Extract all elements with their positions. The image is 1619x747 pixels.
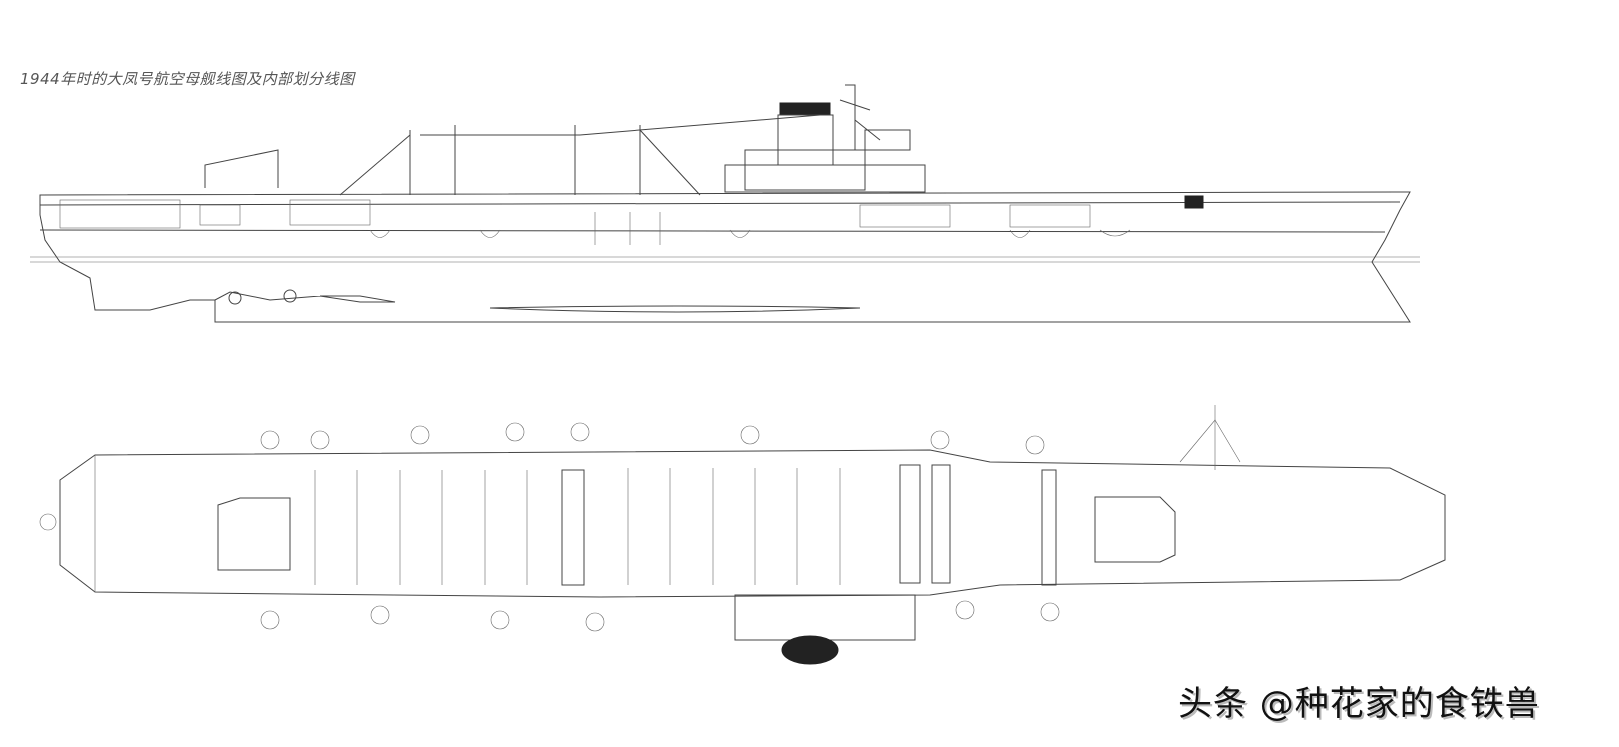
crash-barriers xyxy=(561,464,1057,586)
flight-deck-outline xyxy=(59,449,1446,598)
island-superstructure xyxy=(724,84,1204,209)
island-plan xyxy=(734,594,916,665)
crane xyxy=(204,149,279,188)
watermark: 头条 @种花家的食铁兽 xyxy=(1178,684,1540,724)
propeller-shafts xyxy=(214,291,396,303)
masts xyxy=(339,114,821,196)
hull-outline xyxy=(39,191,1411,323)
aft-elevator xyxy=(217,497,291,571)
arresting-wires xyxy=(314,468,841,585)
drawing-title: 1944年时的大凤号航空母舰线图及内部划分线图 xyxy=(20,70,355,88)
gun-sponsons xyxy=(39,405,1241,632)
forward-elevator xyxy=(1094,496,1176,563)
bilge-keel xyxy=(489,305,861,313)
